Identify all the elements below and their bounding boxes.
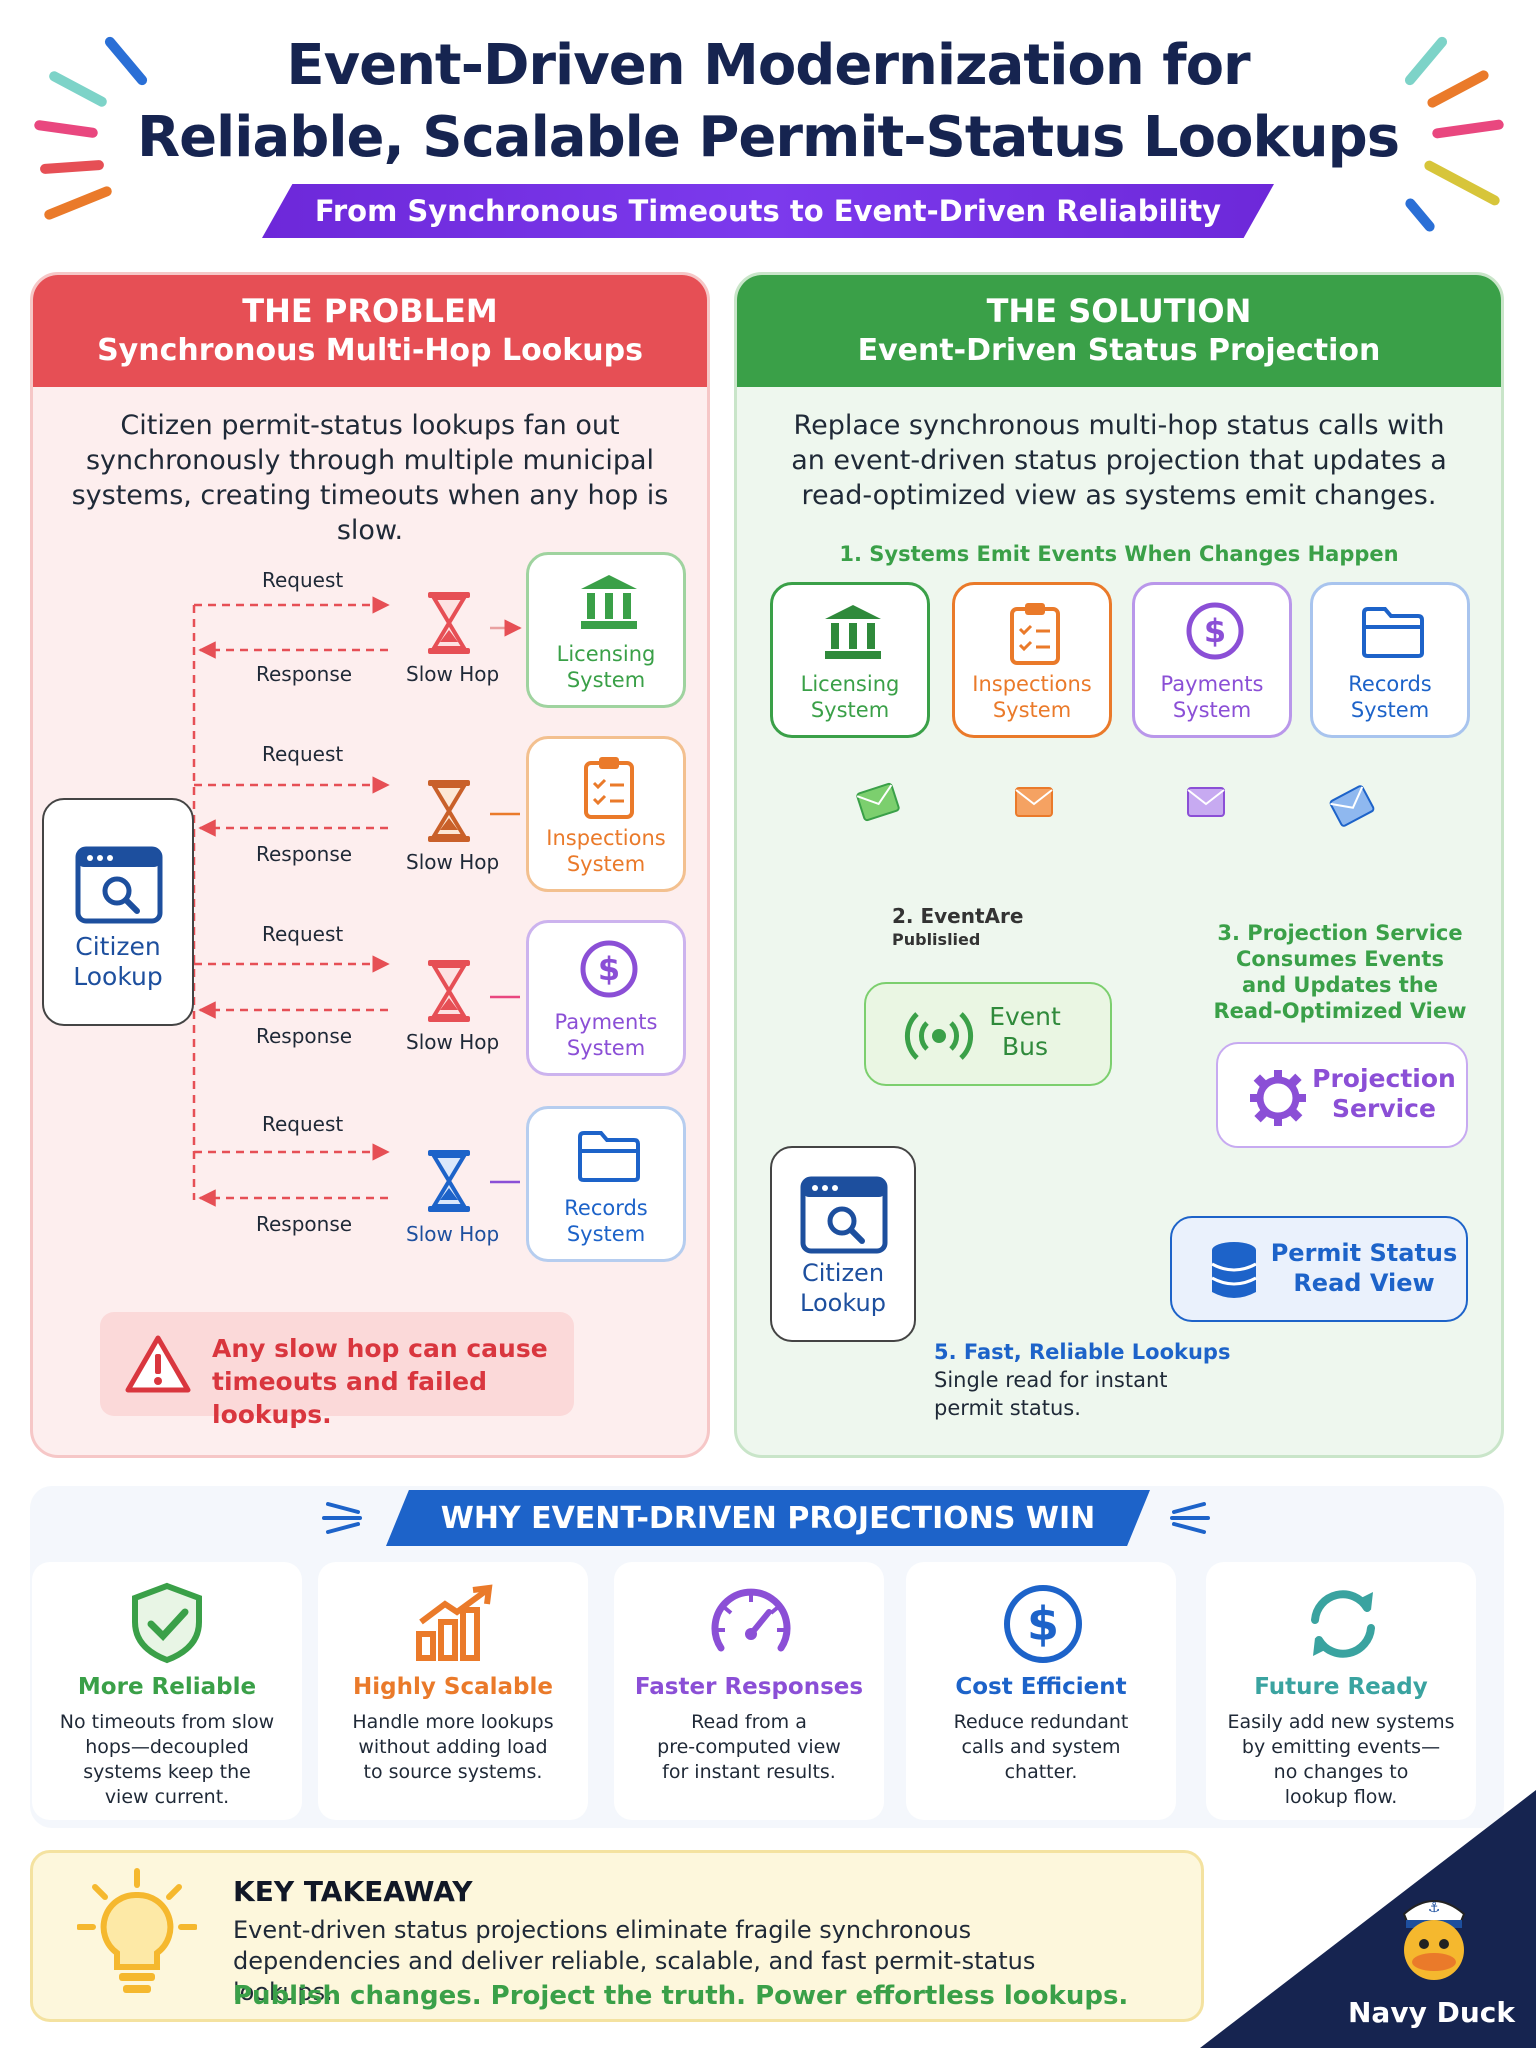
- slow-hop-label: Slow Hop: [406, 1222, 500, 1246]
- broadcast-icon: [904, 1012, 974, 1060]
- request-label: Request: [262, 922, 344, 946]
- solution-inspections-system: Inspections System: [952, 582, 1112, 738]
- database-icon: [1211, 1242, 1257, 1298]
- clipboard-icon: [584, 757, 634, 819]
- problem-citizen-lookup: Citizen Lookup: [42, 798, 194, 1026]
- refresh-icon: [1311, 1590, 1375, 1658]
- step-2-label: 2. EventAre Publislied: [892, 904, 1024, 949]
- event-bus: Event Bus: [864, 982, 1112, 1086]
- problem-payments-system: $ Payments System: [526, 920, 686, 1076]
- request-label: Request: [262, 1112, 344, 1136]
- benefit-card-reliable: More Reliable No timeouts from slow hops…: [32, 1562, 302, 1820]
- benefit-card-future: Future Ready Easily add new systems by e…: [1206, 1562, 1476, 1820]
- solution-citizen-lookup: Citizen Lookup: [770, 1146, 916, 1342]
- solution-payments-system: $ Payments System: [1132, 582, 1292, 738]
- envelope-icon: [856, 782, 900, 822]
- folder-icon: [578, 1131, 640, 1182]
- brand-name: Navy Duck: [1348, 1996, 1515, 2029]
- banner-spark-right-icon: [1170, 1502, 1210, 1534]
- request-label: Request: [262, 742, 344, 766]
- response-label: Response: [256, 1212, 353, 1236]
- lightbulb-icon: [77, 1868, 197, 1993]
- banner-spark-left-icon: [322, 1502, 362, 1534]
- duck-mascot-icon: ⚓: [1402, 1900, 1466, 1980]
- growth-chart-icon: [416, 1584, 493, 1661]
- projection-service: Projection Service: [1216, 1042, 1468, 1148]
- clipboard-icon: [1010, 603, 1060, 665]
- building-icon: [581, 575, 637, 629]
- response-label: Response: [256, 662, 353, 686]
- svg-text:$: $: [1027, 1597, 1059, 1651]
- slow-hop-label: Slow Hop: [406, 662, 500, 686]
- permit-status-read-view: Permit Status Read View: [1170, 1216, 1468, 1322]
- solution-intro: Replace synchronous multi-hop status cal…: [791, 410, 1447, 511]
- browser-search-icon: [75, 846, 163, 924]
- solution-header: THE SOLUTION Event-Driven Status Project…: [737, 275, 1501, 387]
- page-title: Event-Driven Modernization for Reliable,…: [136, 33, 1400, 170]
- step-5-label: 5. Fast, Reliable Lookups Single read fo…: [934, 1340, 1231, 1420]
- gear-icon: [1250, 1070, 1306, 1126]
- step-1-label: 1. Systems Emit Events When Changes Happ…: [839, 542, 1399, 566]
- hourglass-icon: [428, 780, 470, 842]
- building-icon: [825, 605, 881, 659]
- dollar-icon: $: [580, 940, 638, 998]
- slow-hop-label: Slow Hop: [406, 850, 500, 874]
- browser-search-icon: [800, 1176, 888, 1254]
- envelope-icon: [1187, 787, 1225, 817]
- svg-text:$: $: [598, 950, 620, 988]
- warning-triangle-icon: [125, 1335, 191, 1393]
- benefit-card-cost: $ Cost Efficient Reduce redundant calls …: [906, 1562, 1176, 1820]
- benefits-banner: WHY EVENT-DRIVEN PROJECTIONS WIN: [386, 1490, 1150, 1546]
- benefit-card-faster: Faster Responses Read from a pre-compute…: [614, 1562, 884, 1820]
- dollar-icon: $: [1186, 602, 1244, 660]
- problem-licensing-system: Licensing System: [526, 552, 686, 708]
- subtitle-banner: From Synchronous Timeouts to Event-Drive…: [262, 184, 1274, 238]
- hourglass-icon: [428, 592, 470, 654]
- response-label: Response: [256, 842, 353, 866]
- solution-licensing-system: Licensing System: [770, 582, 930, 738]
- svg-text:⚓: ⚓: [1428, 1900, 1441, 1916]
- hourglass-icon: [428, 1150, 470, 1212]
- envelope-icon: [1015, 787, 1053, 817]
- problem-header: THE PROBLEM Synchronous Multi-Hop Lookup…: [33, 275, 707, 387]
- key-takeaway: KEY TAKEAWAY Event-driven status project…: [30, 1850, 1204, 2022]
- svg-text:$: $: [1204, 612, 1226, 650]
- timeout-warning: Any slow hop can cause timeouts and fail…: [100, 1312, 574, 1429]
- problem-records-system: Records System: [526, 1106, 686, 1262]
- solution-records-system: Records System: [1310, 582, 1470, 738]
- dollar-icon: $: [1004, 1585, 1082, 1663]
- envelope-icon: [1329, 785, 1375, 827]
- response-label: Response: [256, 1024, 353, 1048]
- slow-hop-label: Slow Hop: [406, 1030, 500, 1054]
- hourglass-icon: [428, 960, 470, 1022]
- step-3-label: 3. Projection Service Consumes Events an…: [1213, 921, 1467, 1023]
- shield-check-icon: [132, 1582, 202, 1664]
- folder-icon: [1362, 607, 1424, 658]
- speedometer-icon: [711, 1588, 791, 1652]
- request-label: Request: [262, 568, 344, 592]
- problem-inspections-system: Inspections System: [526, 736, 686, 892]
- problem-intro: Citizen permit-status lookups fan out sy…: [71, 410, 669, 546]
- benefit-card-scalable: Highly Scalable Handle more lookups with…: [318, 1562, 588, 1820]
